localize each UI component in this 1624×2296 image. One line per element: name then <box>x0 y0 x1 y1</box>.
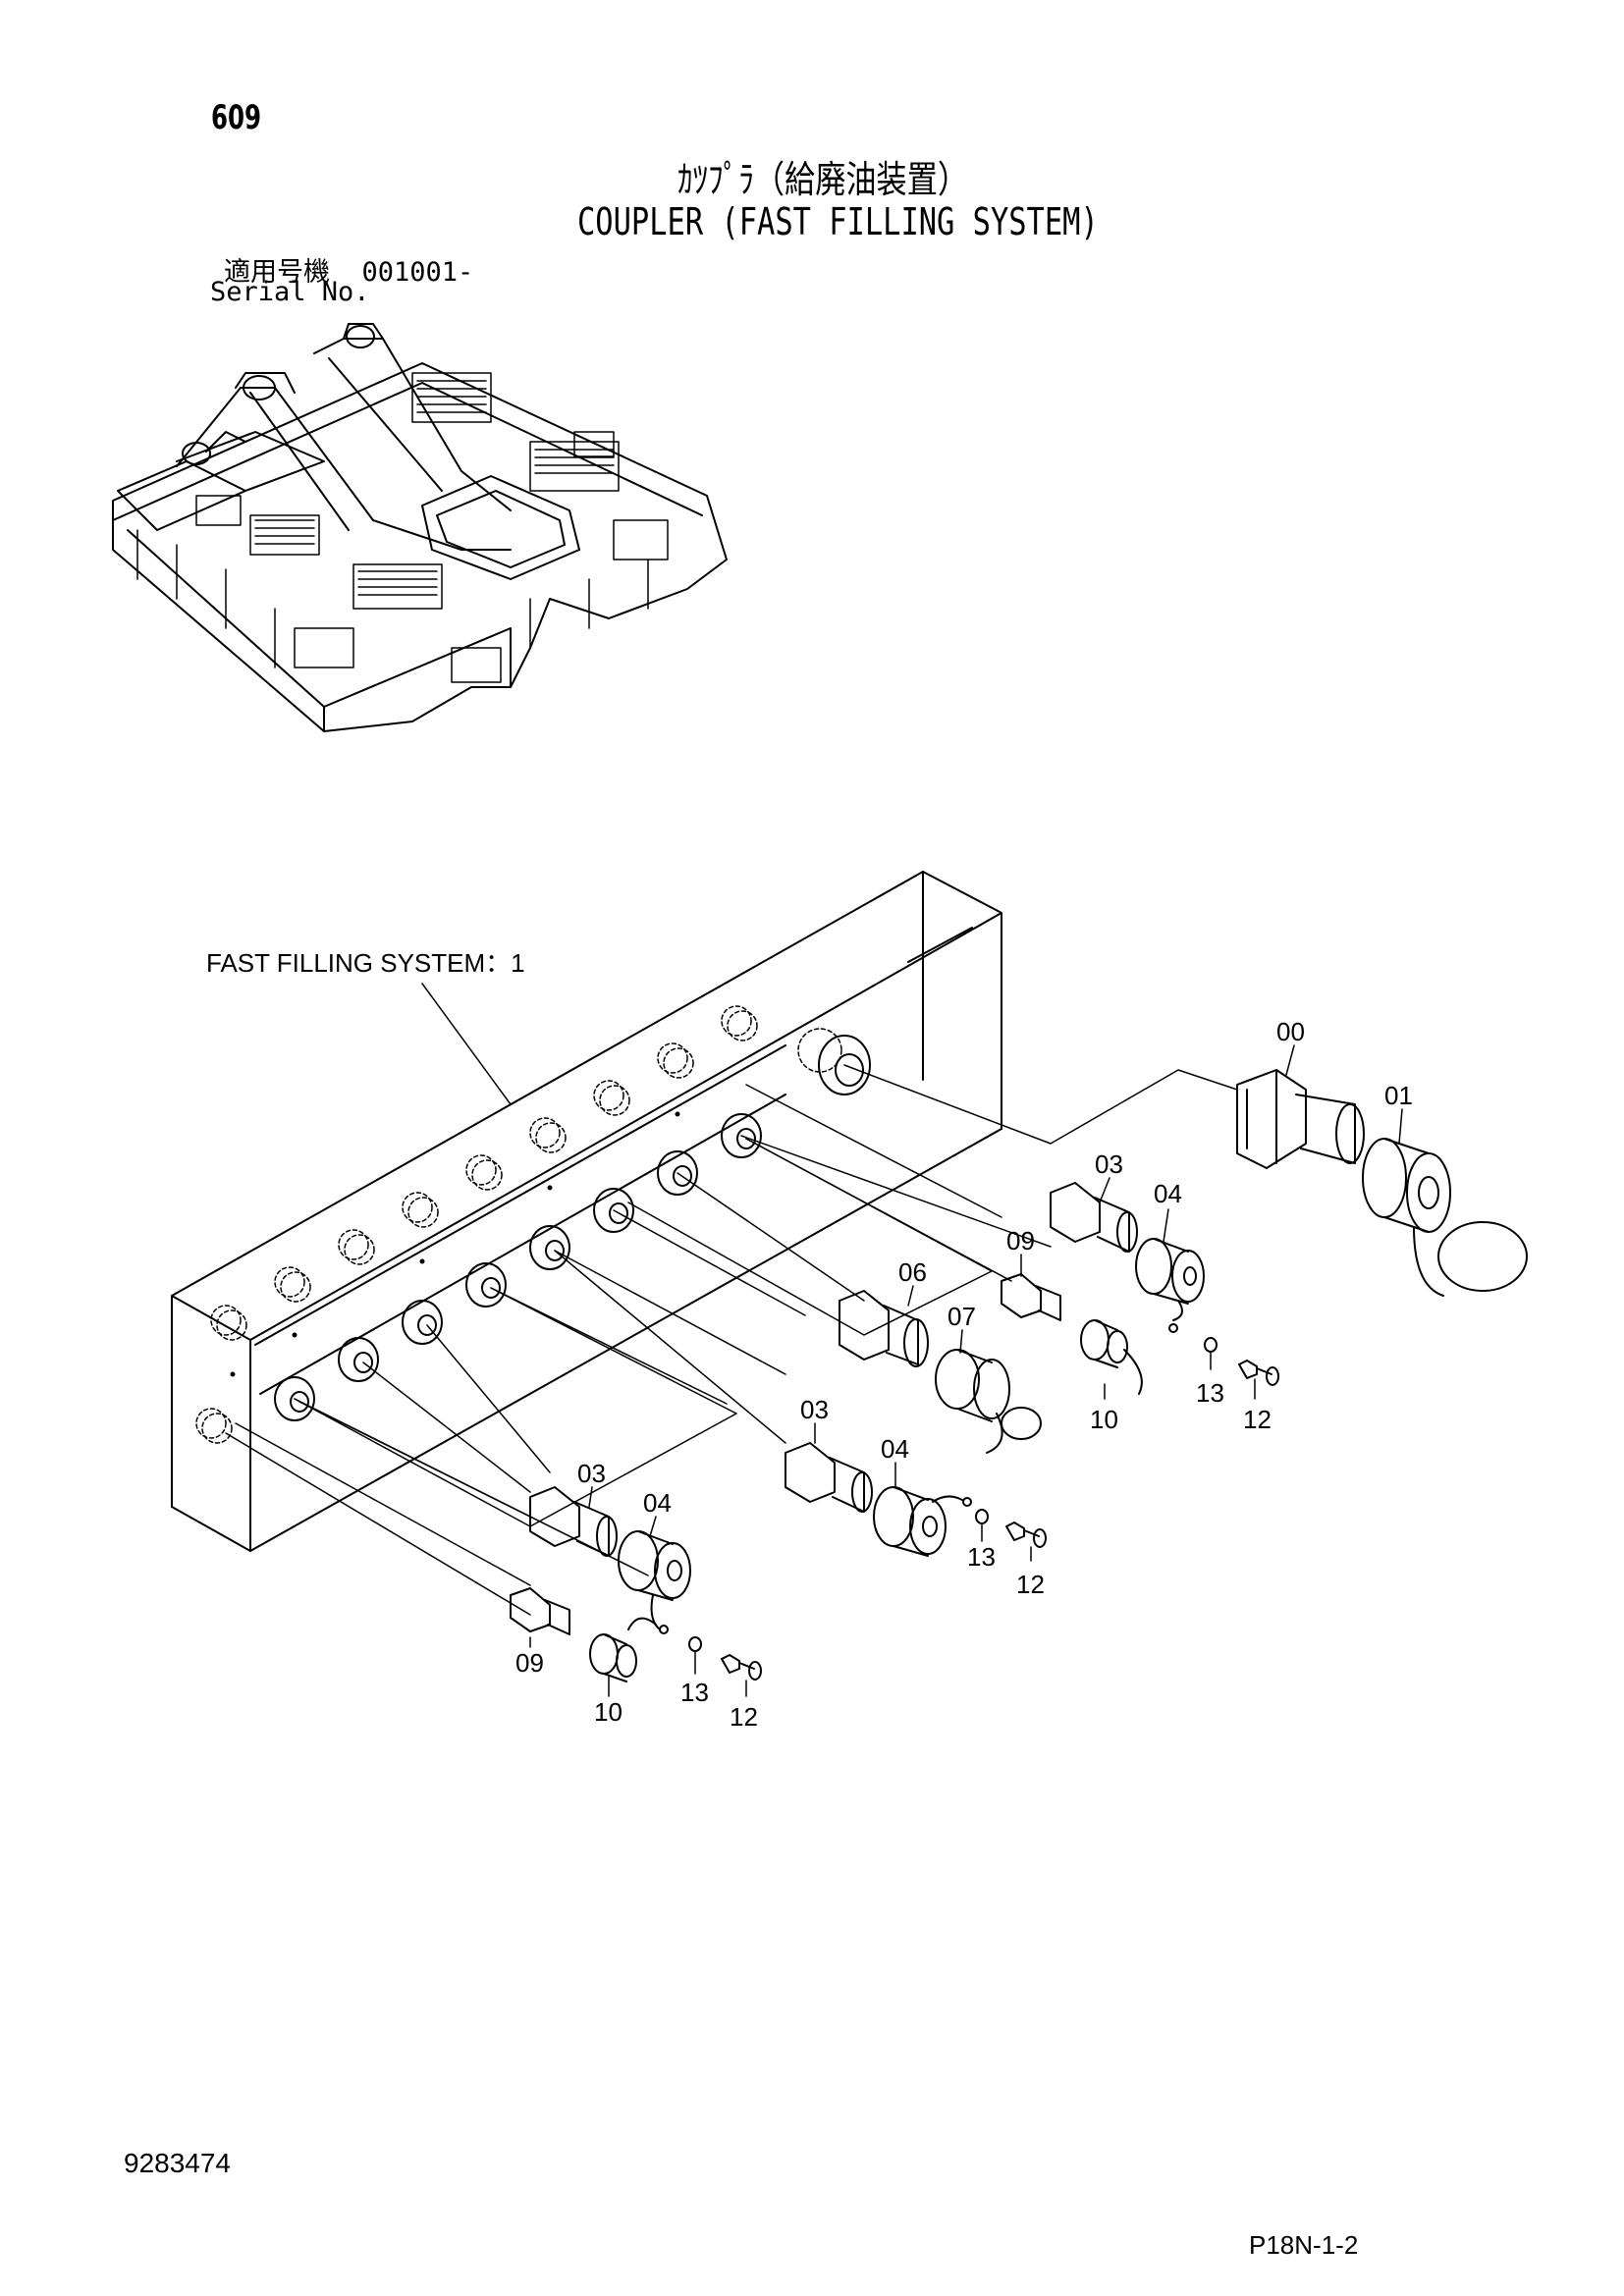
title-english: COUPLER (FAST FILLING SYSTEM) <box>577 200 1099 243</box>
part-12-screw-c <box>721 1654 762 1681</box>
part-13-washer-c <box>688 1636 702 1652</box>
callout-00: 00 <box>1276 1017 1305 1046</box>
part-04-dust-cap-a <box>1135 1238 1205 1333</box>
part-09-nipple-c <box>510 1587 570 1635</box>
callout-04-c: 04 <box>643 1488 672 1518</box>
callout-09-c: 09 <box>515 1648 544 1678</box>
part-03-adapter-b <box>785 1442 873 1513</box>
part-12-screw-b <box>1005 1522 1047 1548</box>
part-04-dust-cap-b <box>873 1486 972 1557</box>
callout-13-c: 13 <box>680 1678 709 1707</box>
reference-code: P18N-1-2 <box>1249 2230 1359 2260</box>
callout-13-b: 13 <box>967 1542 996 1572</box>
callout-03-b: 03 <box>800 1395 829 1424</box>
part-04-dust-cap-c <box>618 1530 691 1634</box>
serial-label-japanese: 適用号機 001001- <box>224 250 473 289</box>
part-12-screw-a <box>1238 1360 1279 1386</box>
callout-07: 07 <box>947 1302 976 1331</box>
part-00-coupler <box>1236 1069 1365 1169</box>
fast-filling-panel <box>171 871 1002 1552</box>
serial-label-english: Serial No. <box>210 277 370 307</box>
part-13-washer-b <box>975 1509 989 1524</box>
callout-01: 01 <box>1384 1081 1413 1110</box>
part-01-cap <box>1362 1138 1528 1297</box>
serial-label-jp-text: 適用号機 <box>224 257 330 288</box>
callout-04-a: 04 <box>1154 1179 1182 1208</box>
callout-10-a: 10 <box>1090 1405 1118 1434</box>
callout-13-a: 13 <box>1196 1378 1224 1408</box>
assembly-label: FAST FILLING SYSTEM：1 <box>206 948 525 978</box>
callout-leaders <box>529 1044 1403 1697</box>
callout-12-b: 12 <box>1016 1570 1045 1599</box>
part-10-plug-a <box>1080 1319 1143 1395</box>
title-japanese: ｶﾂﾌﾟﾗ（給廃油装置） <box>677 158 969 201</box>
part-07-cap <box>935 1349 1042 1454</box>
callout-03-a: 03 <box>1095 1149 1123 1179</box>
part-06-coupler <box>839 1290 929 1367</box>
part-10-plug-c <box>589 1617 657 1682</box>
callout-10-c: 10 <box>594 1697 623 1727</box>
callout-03-c: 03 <box>577 1459 606 1488</box>
assembly-leader <box>421 983 512 1105</box>
document-number: 9283474 <box>124 2148 232 2178</box>
callout-06: 06 <box>898 1257 927 1287</box>
callout-04-b: 04 <box>881 1434 909 1464</box>
page-number: 609 <box>211 98 262 137</box>
serial-range: 001001- <box>361 257 474 288</box>
part-13-washer-a <box>1204 1337 1218 1353</box>
callout-12-c: 12 <box>730 1702 758 1732</box>
leader-lines <box>225 1064 1238 1616</box>
part-03-adapter-c <box>529 1486 618 1557</box>
machine-frame-overview <box>112 323 728 732</box>
part-03-adapter-a <box>1050 1182 1138 1253</box>
callout-12-a: 12 <box>1243 1405 1272 1434</box>
callout-09-a: 09 <box>1006 1226 1035 1255</box>
